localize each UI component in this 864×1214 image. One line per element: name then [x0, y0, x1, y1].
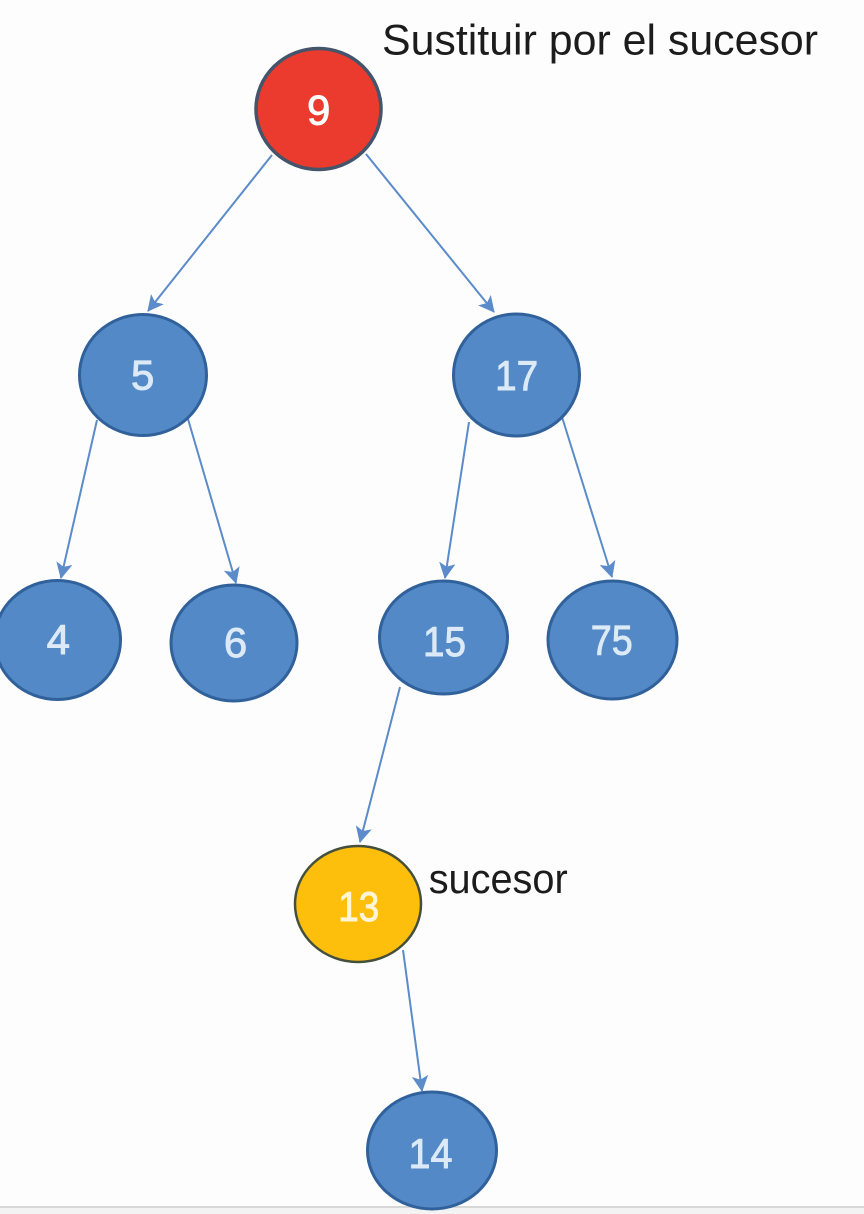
- svg-text:13: 13: [338, 883, 379, 930]
- svg-text:Sustituir por el sucesor: Sustituir por el sucesor: [382, 18, 818, 65]
- svg-text:75: 75: [591, 616, 633, 663]
- svg-text:17: 17: [495, 352, 538, 399]
- svg-text:sucesor: sucesor: [429, 855, 568, 902]
- svg-text:9: 9: [307, 86, 330, 133]
- svg-text:14: 14: [409, 1130, 453, 1177]
- svg-text:15: 15: [423, 618, 466, 665]
- svg-text:5: 5: [131, 352, 154, 399]
- svg-text:6: 6: [224, 619, 247, 666]
- svg-text:4: 4: [47, 616, 70, 663]
